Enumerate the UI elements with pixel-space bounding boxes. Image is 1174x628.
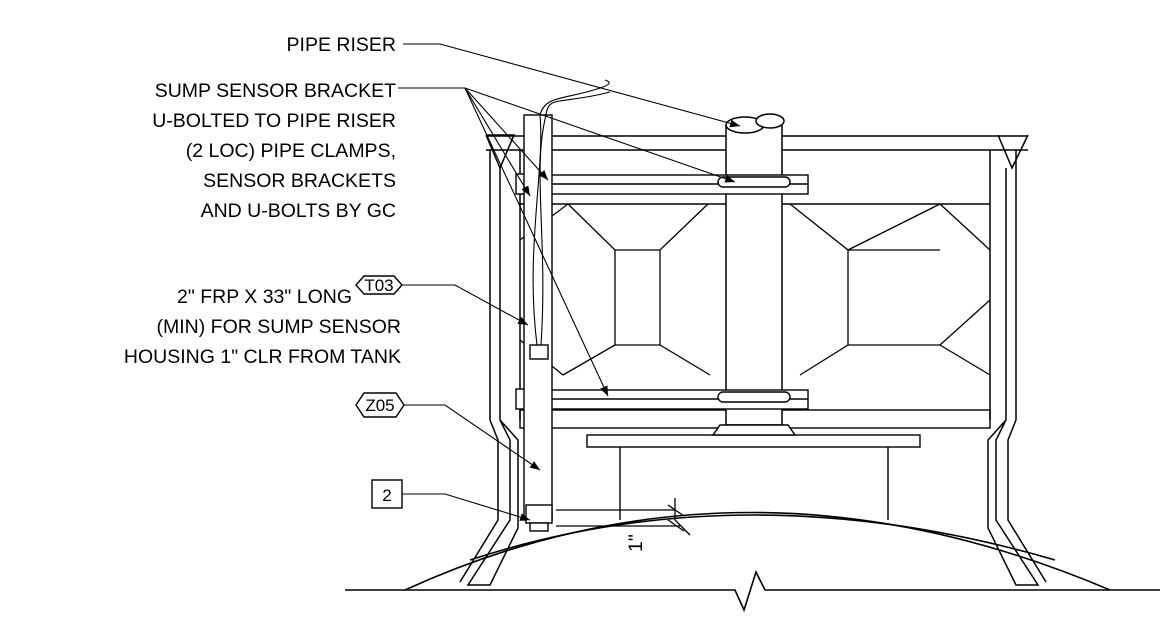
- bracket-note-line2: U-BOLTED TO PIPE RISER: [152, 110, 396, 132]
- clearance-dimension-label: 1": [625, 534, 647, 552]
- frp-note-line2: (MIN) FOR SUMP SENSOR: [157, 316, 401, 338]
- lower-bracket: [515, 388, 809, 410]
- sump-walls: [459, 134, 1047, 586]
- frp-note-line3: HOUSING 1" CLR FROM TANK: [124, 346, 401, 368]
- bracket-note-line5: AND U-BOLTS BY GC: [201, 200, 396, 222]
- tag-box-2-label: 2: [382, 486, 391, 505]
- bracket-note-line1: SUMP SENSOR BRACKET: [155, 80, 396, 102]
- tag-t03-label: T03: [364, 276, 393, 295]
- tag-box-2: 2: [371, 479, 403, 509]
- tank-shell: [404, 511, 1111, 591]
- upper-bracket: [515, 173, 809, 195]
- bracket-note-line4: SENSOR BRACKETS: [203, 170, 396, 192]
- grade-line: [345, 569, 1160, 613]
- clearance-dimension: [556, 498, 691, 536]
- tag-z05: Z05: [355, 392, 405, 418]
- sensor-housing: [523, 114, 553, 532]
- frp-note-line1: 2" FRP X 33" LONG: [177, 286, 352, 308]
- leader-lines: [398, 43, 741, 521]
- tag-t03: T03: [355, 275, 403, 295]
- tag-z05-label: Z05: [365, 396, 394, 415]
- pipe-riser-label: PIPE RISER: [287, 34, 396, 56]
- sensor-cable: [532, 79, 611, 346]
- bracket-note-line3: (2 LOC) PIPE CLAMPS,: [186, 140, 396, 162]
- pipe-riser: [711, 113, 797, 436]
